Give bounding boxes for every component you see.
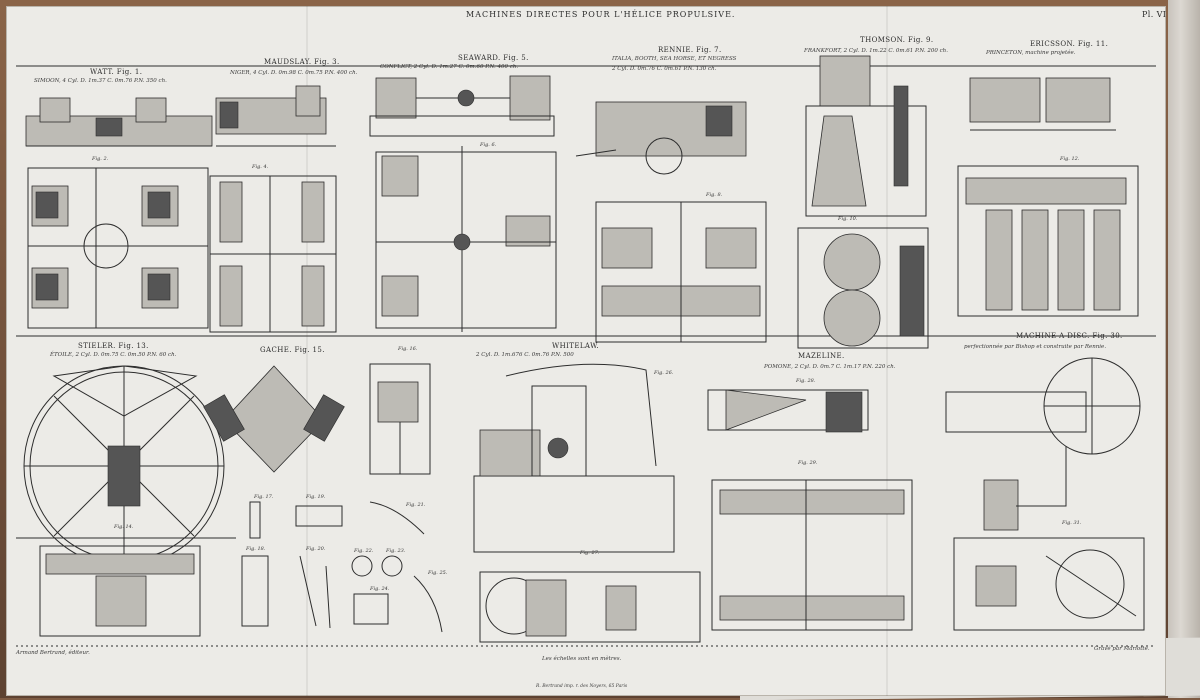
stieler-label: STIELER. Fig. 13. (78, 342, 149, 350)
ericsson-sub: PRINCETON, machine projetée. (986, 50, 1076, 56)
rennie-sub: ITALIA, BOOTH, SEA HORSE, ET NEGRESS (612, 56, 737, 62)
stieler-gear-drawing (23, 365, 225, 567)
fig23-label: Fig. 23. (386, 548, 406, 554)
scale-note: Les échelles sont en mètres. (542, 656, 622, 662)
disc-engine-plan-drawing (953, 537, 1145, 631)
fig27-label: Fig. 27. (580, 550, 600, 556)
fold-line (306, 6, 308, 696)
watt-label: WATT. Fig. 1. (90, 68, 143, 76)
fig2-label: Fig. 2. (92, 156, 109, 162)
mazeline-label: MAZELINE. (798, 352, 845, 360)
disc-engine-elevation-drawing (945, 357, 1141, 531)
fig22-label: Fig. 22. (354, 548, 374, 554)
maudslay-elevation-drawing (215, 85, 336, 147)
seaward-sub: CONFLICT, 2 Cyl. D. 1m.27 C. 0m.60 P.N. … (380, 64, 519, 70)
gache-label: GACHE. Fig. 15. (260, 346, 325, 354)
ericsson-plan-drawing (957, 165, 1139, 317)
ericsson-label: ERICSSON. Fig. 11. (1030, 40, 1109, 48)
rennie-plan-drawing (595, 201, 767, 343)
fig28-label: Fig. 28. (796, 378, 816, 384)
fig31-label: Fig. 31. (1062, 520, 1082, 526)
ericsson-elevation-drawing (969, 77, 1116, 131)
maudslay-plan-drawing (209, 175, 337, 333)
mazeline-elevation-drawing (707, 389, 869, 433)
fig21-label: Fig. 21. (406, 502, 426, 508)
detail-drawings (241, 501, 443, 633)
maudslay-label: MAUDSLAY. Fig. 3. (264, 58, 340, 66)
whitelaw-elevation-drawing (473, 363, 675, 553)
thomson-sub: FRANKFORT, 2 Cyl. D. 1m.22 C. 0m.61 P.N.… (804, 48, 948, 54)
publisher-credit: Armand Bertrand, éditeur. (16, 650, 90, 656)
fold-line (886, 6, 888, 696)
stieler-plan-drawing (39, 545, 201, 637)
fig10-label: Fig. 10. (838, 216, 858, 222)
fig20-label: Fig. 20. (306, 546, 326, 552)
fig12-label: Fig. 12. (1060, 156, 1080, 162)
watt-elevation-drawing (25, 97, 213, 147)
fig25-label: Fig. 25. (428, 570, 448, 576)
gache-v-engine-drawing (203, 365, 345, 473)
watt-plan-drawing (27, 167, 209, 329)
seaward-label: SEAWARD. Fig. 5. (458, 54, 529, 62)
fig6-label: Fig. 6. (480, 142, 497, 148)
fig18-label: Fig. 18. (246, 546, 266, 552)
thomson-plan-drawing (797, 227, 929, 349)
thomson-label: THOMSON. Fig. 9. (860, 36, 934, 44)
plate-title: MACHINES DIRECTES POUR L'HÉLICE PROPULSI… (466, 10, 736, 19)
plate-number: Pl. VI (1142, 10, 1167, 19)
maudslay-sub: NIGER, 4 Cyl. D. 0m.98 C. 0m.75 P.N. 400… (230, 70, 358, 76)
printer-credit: R. Bertrand imp. r. des Noyers, 65 Paris (536, 684, 628, 689)
mazeline-plan-drawing (711, 479, 913, 631)
seaward-elevation-drawing (369, 75, 555, 137)
whitelaw-sub: 2 Cyl. D. 1m.676 C. 0m.76 P.N. 500 (476, 352, 574, 358)
fig24-label: Fig. 24. (370, 586, 390, 592)
rennie-elevation-drawing (575, 101, 747, 175)
engraved-plate: MACHINES DIRECTES POUR L'HÉLICE PROPULSI… (6, 6, 1166, 696)
adjacent-page-edge (1168, 0, 1200, 698)
gache-section-drawing (369, 363, 431, 475)
watt-sub: SIMOON, 4 Cyl. D. 1m.37 C. 0m.76 P.N. 35… (34, 78, 167, 84)
stieler-sub: ÉTOILE, 2 Cyl. D. 0m.75 C. 0m.50 P.N. 60… (50, 352, 177, 358)
fig29-label: Fig. 29. (798, 460, 818, 466)
rennie-label: RENNIE. Fig. 7. (658, 46, 722, 54)
mazeline-sub: POMONE, 2 Cyl. D. 0m.7 C. 1m.17 P.N. 220… (764, 364, 896, 370)
fig19-label: Fig. 19. (306, 494, 326, 500)
disc-sub: perfectionnée par Bishop et construite p… (964, 344, 1107, 350)
engraver-credit: Gravé par Mariotte. (1094, 646, 1150, 652)
fig26-label: Fig. 26. (654, 370, 674, 376)
thomson-elevation-drawing (805, 55, 927, 217)
engraving-drawings (16, 55, 1156, 647)
fig17-label: Fig. 17. (254, 494, 274, 500)
rennie-sub2: 2 Cyl. D. 0m.76 C. 0m.61 P.N. 130 ch. (612, 66, 717, 72)
seaward-plan-drawing (375, 146, 557, 332)
whitelaw-label: WHITELAW. (552, 342, 600, 350)
fig16-label: Fig. 16. (398, 346, 418, 352)
fig4-label: Fig. 4. (252, 164, 269, 170)
whitelaw-plan-drawing (479, 571, 701, 643)
fig8-label: Fig. 8. (706, 192, 723, 198)
